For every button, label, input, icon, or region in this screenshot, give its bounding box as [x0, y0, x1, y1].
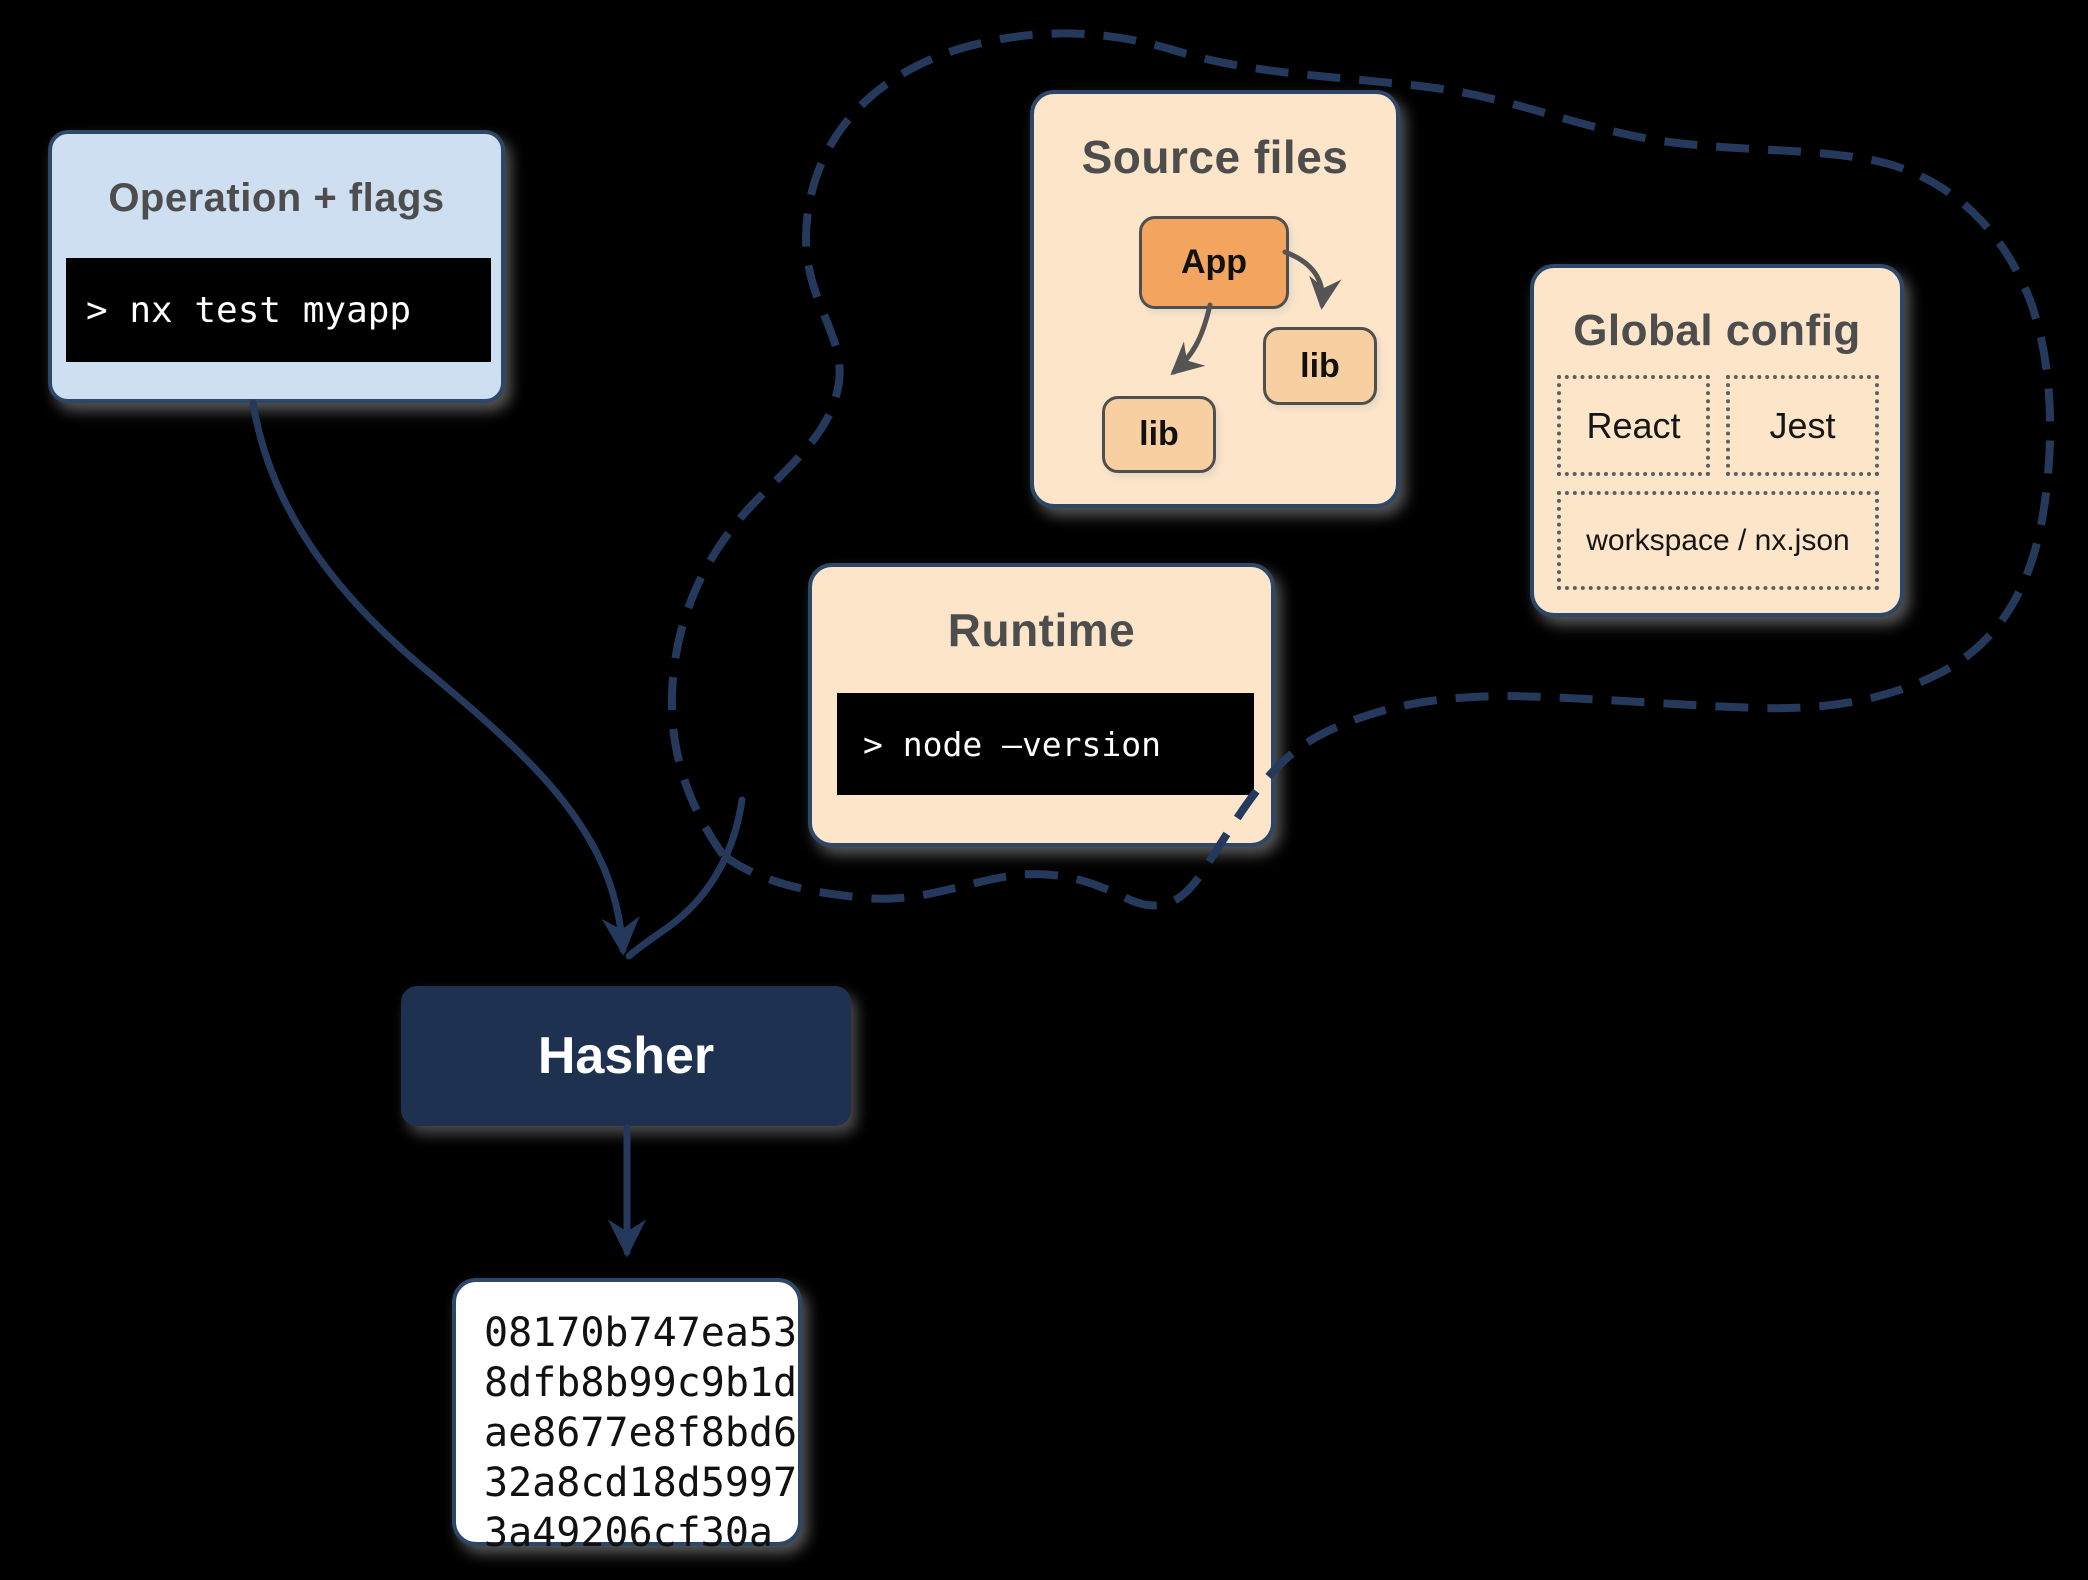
- operation-flags-title: Operation + flags: [108, 176, 445, 220]
- lib-node-left: lib: [1102, 396, 1216, 473]
- source-files-card: Source files App lib lib: [1030, 90, 1400, 508]
- cloud-to-hasher-curve: [625, 796, 746, 960]
- lib-node-left-label: lib: [1139, 415, 1179, 453]
- global-config-card: Global config React Jest workspace / nx.…: [1530, 264, 1904, 617]
- runtime-terminal: > node –version: [837, 693, 1254, 795]
- jest-chip: Jest: [1726, 375, 1879, 476]
- app-node-label: App: [1180, 243, 1248, 281]
- hasher-box: Hasher: [401, 986, 851, 1126]
- hash-line: 8dfb8b99c9b1d: [484, 1360, 798, 1406]
- hash-line: ae8677e8f8bd6: [484, 1410, 798, 1456]
- hash-line: 08170b747ea53: [484, 1310, 798, 1356]
- operation-command-text: > nx test myapp: [86, 289, 412, 331]
- react-chip-label: React: [1586, 404, 1681, 446]
- operation-terminal: > nx test myapp: [66, 258, 491, 362]
- react-chip: React: [1557, 375, 1710, 476]
- operation-to-hasher-curve: [249, 399, 640, 956]
- runtime-command-text: > node –version: [863, 724, 1162, 764]
- global-config-title: Global config: [1573, 306, 1861, 355]
- workspace-nxjson-chip: workspace / nx.json: [1557, 491, 1879, 590]
- hash-line: 32a8cd18d5997: [484, 1460, 798, 1506]
- runtime-title: Runtime: [947, 604, 1136, 656]
- hasher-label: Hasher: [537, 1027, 715, 1085]
- app-node: App: [1139, 216, 1289, 309]
- workspace-nxjson-label: workspace / nx.json: [1586, 523, 1850, 557]
- hash-output-card: 08170b747ea53 8dfb8b99c9b1d ae8677e8f8bd…: [452, 1278, 802, 1556]
- source-files-title: Source files: [1081, 131, 1349, 183]
- operation-flags-card: Operation + flags > nx test myapp: [48, 130, 505, 403]
- hash-line: 3a49206cf30a: [484, 1510, 773, 1556]
- lib-node-right-label: lib: [1300, 346, 1340, 385]
- lib-node-right: lib: [1263, 327, 1377, 405]
- runtime-card: Runtime > node –version: [808, 563, 1275, 847]
- jest-chip-label: Jest: [1769, 404, 1836, 446]
